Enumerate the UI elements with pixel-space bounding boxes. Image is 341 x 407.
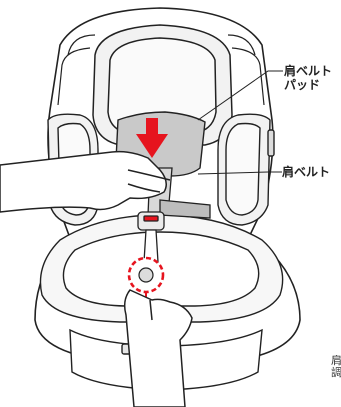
shoulder-belt-pad-label: 肩ベルト パッド	[284, 64, 332, 92]
shoulder-belt-label: 肩ベルト	[282, 165, 330, 179]
adjuster-highlight	[129, 258, 163, 292]
side-wing-right	[218, 114, 270, 225]
shoulder-belt-pad-label-line1: 肩ベルト	[284, 64, 332, 78]
shoulder-belt-pad-label-line2: パッド	[284, 78, 332, 92]
cut-off-text: 肩 調	[331, 355, 341, 379]
cut-off-text-line2: 調	[331, 367, 341, 379]
